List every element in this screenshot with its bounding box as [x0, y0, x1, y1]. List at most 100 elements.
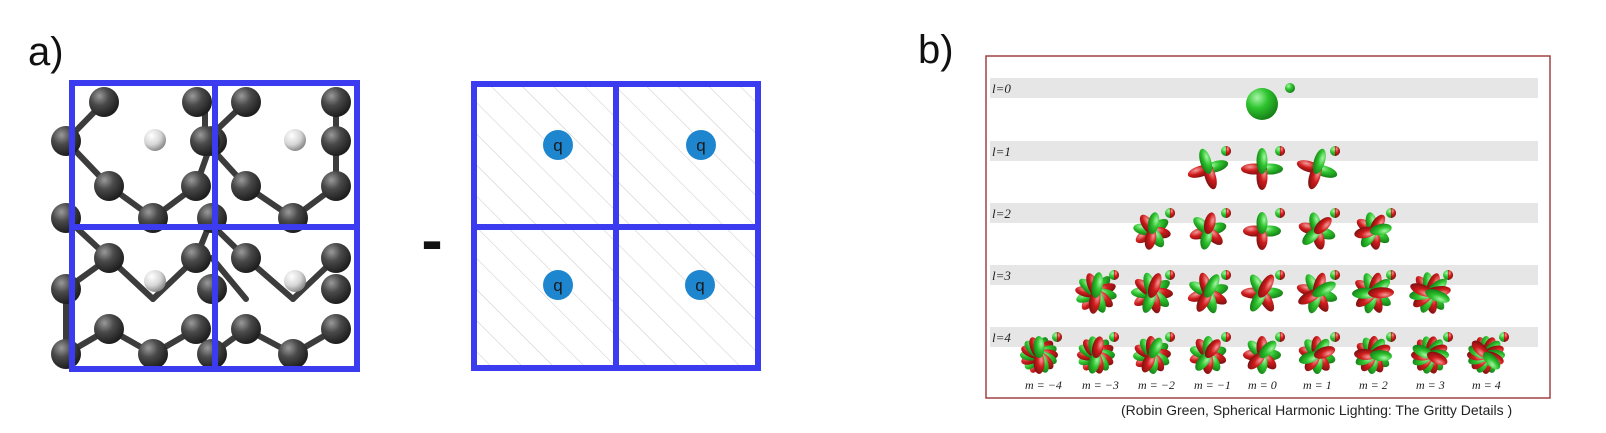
lattice-atom	[51, 274, 81, 304]
point-charge-4: q	[685, 270, 715, 300]
defect-atom	[284, 270, 306, 292]
harmonic-glyph	[1354, 336, 1392, 374]
harmonic-thumbnail	[1275, 146, 1285, 156]
harmonic-lobe	[1147, 273, 1162, 298]
m-label: m = −3	[1082, 378, 1119, 392]
harmonic-lobe	[1425, 288, 1450, 303]
harmonic-thumbnail	[1221, 332, 1231, 342]
harmonic-thumbnail	[1052, 332, 1062, 342]
harmonic-glyph	[1133, 336, 1171, 374]
lattice-atom	[51, 126, 81, 156]
harmonic-lobe	[1148, 337, 1163, 358]
lattice-atom	[321, 171, 351, 201]
harmonic-glyph	[1298, 212, 1336, 250]
harmonic-glyph	[1354, 212, 1392, 250]
lattice-atom	[321, 87, 351, 117]
harmonic-thumbnail	[1109, 332, 1119, 342]
point-charge-2: q	[686, 130, 716, 160]
harmonic-thumbnail	[1443, 332, 1453, 342]
harmonic-lobe	[1091, 272, 1104, 298]
harmonic-glyph	[1246, 88, 1278, 120]
harmonic-glyph	[1077, 336, 1115, 374]
harmonic-lobe	[1257, 274, 1275, 298]
level-label: l=3	[992, 268, 1011, 283]
harmonic-lobe	[1203, 212, 1216, 234]
harmonic-lobe	[1256, 148, 1268, 174]
m-label: m = −4	[1025, 378, 1062, 392]
harmonic-lobe	[1370, 223, 1392, 236]
harmonic-lobe	[1091, 336, 1104, 358]
harmonic-lobe	[1256, 212, 1268, 234]
supercell-grid	[69, 80, 360, 372]
level-band	[990, 265, 1538, 285]
lattice-atom	[89, 87, 119, 117]
harmonic-thumbnail	[1386, 270, 1396, 280]
harmonic-lobe	[1370, 350, 1392, 362]
harmonic-glyph	[1133, 212, 1171, 250]
harmonic-lobe	[1033, 336, 1045, 358]
lattice-atom	[138, 339, 168, 369]
m-label: m = −2	[1138, 378, 1175, 392]
lattice-atom	[231, 87, 261, 117]
harmonic-glyph	[1020, 336, 1058, 374]
harmonic-glyph	[1189, 336, 1227, 374]
point-charge-3: q	[543, 270, 573, 300]
harmonic-glyph	[1189, 212, 1227, 250]
point-charge-label: q	[696, 136, 705, 155]
point-charge-label: q	[553, 136, 562, 155]
lattice-atom	[231, 171, 261, 201]
lattice-atom	[321, 274, 351, 304]
level-label: l=1	[992, 144, 1011, 159]
harmonic-glyph	[1243, 212, 1281, 250]
charge-grid: q q q q	[471, 81, 761, 371]
harmonic-glyph	[1298, 336, 1336, 374]
harmonic-lobe	[1147, 212, 1160, 234]
harmonic-glyph	[1411, 336, 1449, 374]
harmonic-glyph	[1241, 148, 1283, 190]
lattice-atom	[94, 171, 124, 201]
harmonic-lobe	[1482, 351, 1501, 370]
harmonic-thumbnail	[1165, 332, 1175, 342]
harmonic-thumbnail	[1386, 332, 1396, 342]
level-label: l=0	[992, 81, 1011, 96]
harmonic-thumbnail	[1275, 332, 1285, 342]
harmonic-thumbnail	[1275, 208, 1285, 218]
m-label: m = 0	[1248, 378, 1277, 392]
lattice-atom	[231, 243, 261, 273]
level-label: l=2	[992, 206, 1011, 221]
lattice-atom	[181, 314, 211, 344]
lattice-atom	[231, 314, 261, 344]
point-charge-label: q	[695, 276, 704, 295]
harmonic-lobe	[1199, 148, 1213, 174]
harmonic-thumbnail	[1165, 208, 1175, 218]
harmonic-lobe	[1312, 281, 1336, 298]
harmonic-lobe	[1368, 287, 1394, 299]
harmonic-thumbnail	[1386, 208, 1396, 218]
harmonic-thumbnail	[1330, 208, 1340, 218]
harmonic-thumbnail	[1499, 332, 1509, 342]
harmonic-thumbnail	[1330, 146, 1340, 156]
harmonic-lobe	[1313, 217, 1332, 235]
lattice-atom	[278, 339, 308, 369]
harmonic-lobe	[1314, 346, 1336, 359]
harmonic-glyph	[1296, 148, 1338, 190]
harmonic-glyph	[1467, 336, 1505, 374]
harmonic-glyph	[1296, 272, 1338, 314]
harmonic-thumbnail	[1221, 146, 1231, 156]
harmonic-glyph	[1187, 272, 1229, 314]
m-label: m = 4	[1472, 378, 1501, 392]
harmonic-thumbnail	[1221, 208, 1231, 218]
figure-credit: (Robin Green, Spherical Harmonic Lightin…	[1121, 402, 1513, 418]
lattice-atom	[94, 243, 124, 273]
harmonic-glyph	[1241, 274, 1283, 312]
harmonic-thumbnail	[1285, 83, 1295, 93]
lattice-atom	[321, 243, 351, 273]
harmonic-lobe	[1354, 348, 1376, 360]
harmonic-lobe	[1204, 339, 1221, 358]
harmonic-lobe	[1427, 351, 1448, 366]
m-label: m = 1	[1303, 378, 1332, 392]
lattice-atom	[321, 314, 351, 344]
defect-atom	[144, 270, 166, 292]
panel-a-label: a)	[28, 30, 64, 74]
